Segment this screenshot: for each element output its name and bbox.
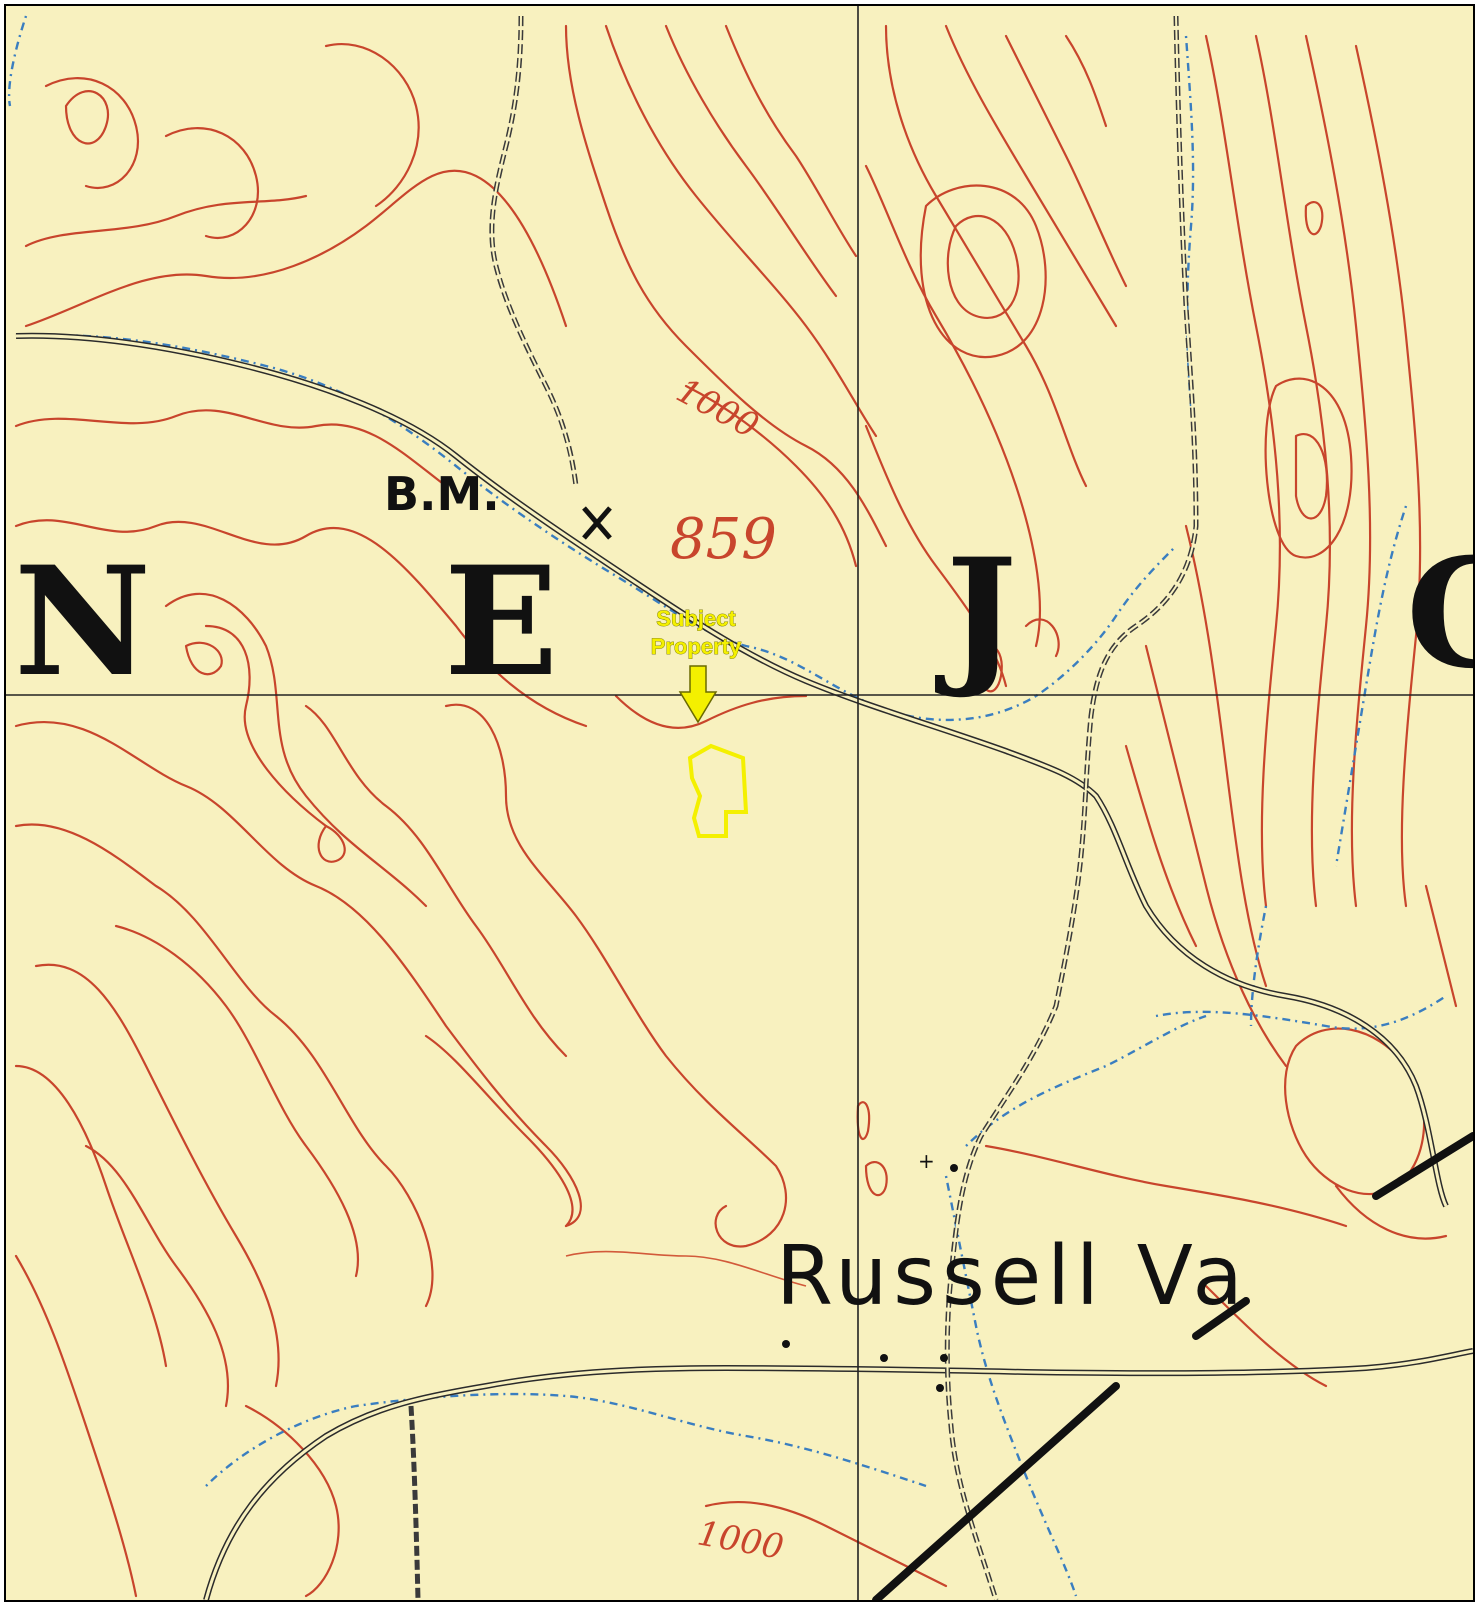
topographic-map: + N E J C 1000 1000 859 B.M. Russell Va … xyxy=(6,6,1473,1600)
map-frame: + N E J C 1000 1000 859 B.M. Russell Va … xyxy=(4,4,1475,1602)
railroad-marks xyxy=(872,1132,1473,1600)
region-letter-n: N xyxy=(14,534,151,710)
contour-label-1000-lower: 1000 xyxy=(694,1513,786,1567)
region-letter-e: E xyxy=(444,534,558,710)
roads xyxy=(15,332,1473,1600)
contour-lines-west xyxy=(14,169,808,1598)
streams xyxy=(7,15,1447,1597)
region-letter-j: J xyxy=(935,526,1017,702)
subject-label-line2: Property xyxy=(651,634,742,659)
svg-text:+: + xyxy=(918,1149,935,1173)
subject-arrow-icon xyxy=(678,665,718,724)
region-letter-c: C xyxy=(1406,526,1473,702)
town-label: Russell Va xyxy=(776,1229,1249,1324)
trails xyxy=(408,15,1199,1600)
subject-label-line1: Subject xyxy=(656,606,736,631)
contour-lines-north xyxy=(24,24,1128,688)
contour-lines-south xyxy=(704,1101,1348,1588)
region-lettering: N E J C xyxy=(14,526,1473,710)
contour-label-1000-upper: 1000 xyxy=(670,371,765,447)
benchmark-elevation: 859 xyxy=(670,507,777,572)
subject-parcel-outline xyxy=(687,743,749,838)
grid-lines xyxy=(6,6,1473,1600)
contour-lines-east xyxy=(974,34,1458,1240)
benchmark-label: B.M. xyxy=(384,467,500,521)
building-dots: + xyxy=(782,1149,958,1392)
benchmark-x-icon xyxy=(582,506,612,540)
